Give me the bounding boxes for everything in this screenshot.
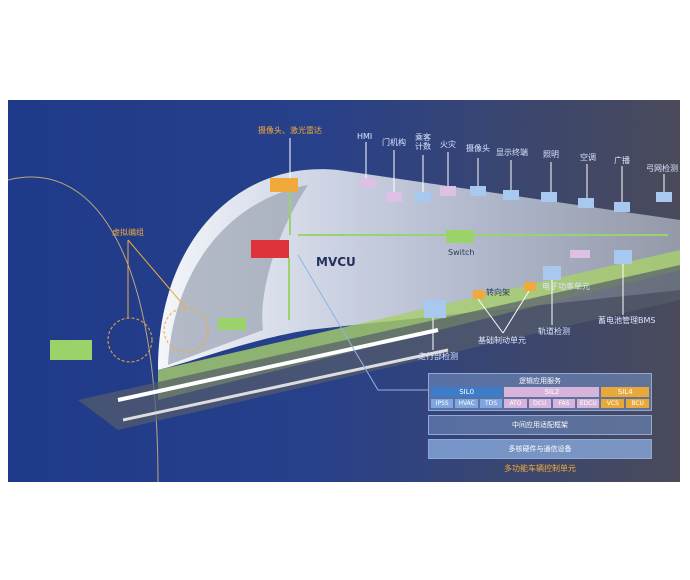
label-fire: 火灾 (440, 140, 456, 149)
label-bms: 蓄电池管理BMS (598, 316, 656, 325)
wireless-icon (163, 307, 209, 353)
connector (127, 239, 187, 318)
wireless-icon (107, 317, 153, 363)
rail (122, 348, 449, 422)
train-illustration (8, 138, 680, 482)
app-ipss: IPSS (431, 399, 454, 408)
hardware-layer: 多核硬件与通信设备 (428, 439, 652, 459)
label-ac: 空调 (580, 153, 596, 162)
app-bcu: BCU (626, 399, 649, 408)
label-passenger-count: 乘客计数 (415, 133, 431, 151)
logic-services-panel: 逻辑应用服务 SIL0 IPSS HVAC TDS SIL2 ATO DCU F… (428, 373, 652, 411)
sil2-group: SIL2 ATO DCU FAS EDCU (504, 387, 600, 408)
device-boxes (360, 178, 672, 318)
connector (297, 254, 428, 391)
app-tds: TDS (479, 399, 503, 408)
app-hvac: HVAC (455, 399, 478, 408)
label-display: 显示终端 (496, 148, 528, 157)
label-switch: Switch (448, 248, 475, 257)
app-fas: FAS (552, 399, 576, 408)
label-bogie: 转向架 (486, 288, 510, 297)
label-hmi: HMI (357, 132, 373, 141)
label-track-detect: 轨道检测 (538, 327, 570, 336)
label-camera-lidar: 摄像头、激光雷达 (258, 126, 322, 135)
sil2-label: SIL2 (504, 387, 600, 397)
sil4-group: SIL4 VCS BCU (601, 387, 649, 408)
switch-box (446, 230, 474, 243)
camera-lidar-box (270, 178, 298, 192)
app-ato: ATO (504, 399, 527, 408)
middleware-layer: 中间应用适配框架 (428, 415, 652, 435)
network-line (288, 192, 668, 320)
label-door: 门机构 (382, 138, 406, 147)
app-edcu: EDCU (577, 399, 600, 408)
label-broadcast: 广播 (614, 156, 630, 165)
train-diagram: 摄像头、激光雷达 HMI 门机构 乘客计数 火灾 摄像头 显示终端 照明 空调 … (8, 100, 680, 482)
label-running-gear: 走行部检测 (418, 352, 458, 361)
sil0-label: SIL0 (431, 387, 503, 397)
sil0-group: SIL0 IPSS HVAC TDS (431, 387, 503, 408)
app-dcu: DCU (528, 399, 551, 408)
windshield (168, 185, 308, 365)
switch-box (218, 318, 246, 330)
label-virtual-coupling: 虚拟编组 (112, 228, 144, 237)
track (78, 265, 680, 430)
label-lighting: 照明 (543, 150, 559, 159)
mvcu-box (251, 240, 289, 258)
label-brake: 基础制动单元 (478, 336, 526, 345)
sil4-label: SIL4 (601, 387, 649, 397)
label-pantograph: 弓网检测 (646, 164, 678, 173)
label-camera: 摄像头 (466, 144, 490, 153)
signal-arc (8, 176, 159, 482)
virtual-coupling-box (50, 340, 92, 360)
rail (117, 328, 439, 402)
stack-footer: 多功能车辆控制单元 (504, 464, 576, 473)
label-power-unit: 电子功率单元 (542, 282, 590, 291)
app-vcs: VCS (601, 399, 625, 408)
label-mvcu: MVCU (316, 255, 356, 269)
architecture-stack: 逻辑应用服务 SIL0 IPSS HVAC TDS SIL2 ATO DCU F… (428, 373, 652, 474)
leader-lines (289, 138, 665, 350)
logic-title: 逻辑应用服务 (519, 377, 561, 385)
